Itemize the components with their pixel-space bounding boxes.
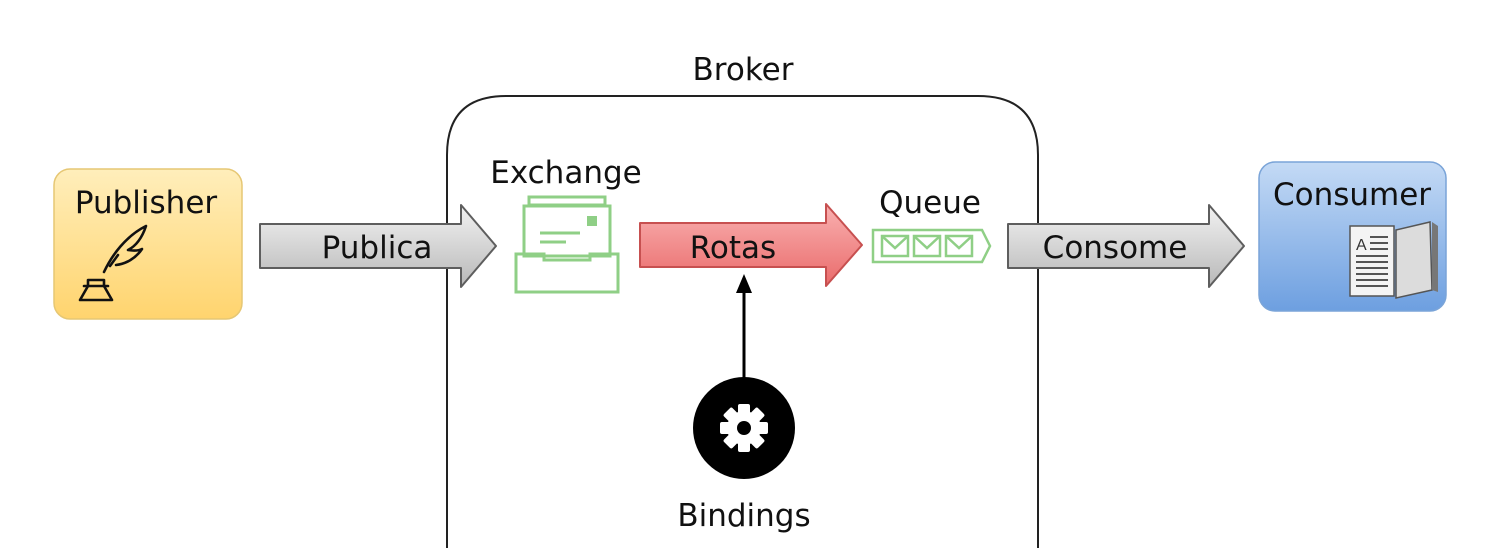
route-arrow: Rotas bbox=[639, 203, 863, 287]
queue: Queue bbox=[871, 185, 992, 264]
message-queue-icon bbox=[871, 228, 992, 264]
publisher-box: Publisher bbox=[53, 168, 243, 320]
consumer-box: Consumer A bbox=[1258, 161, 1447, 312]
publisher-label: Publisher bbox=[75, 185, 218, 221]
inbox-tray-icon bbox=[514, 195, 620, 294]
broker-container: Broker bbox=[446, 52, 1039, 548]
open-book-icon: A bbox=[1349, 221, 1438, 299]
consume-arrow-label: Consome bbox=[1043, 230, 1188, 266]
route-arrow-label: Rotas bbox=[690, 230, 776, 266]
publish-arrow-label: Publica bbox=[322, 230, 433, 266]
queue-label: Queue bbox=[879, 185, 981, 221]
consume-arrow: Consome bbox=[1007, 204, 1245, 288]
bindings-label: Bindings bbox=[677, 498, 810, 534]
gear-icon bbox=[720, 404, 768, 452]
broker-label: Broker bbox=[693, 52, 794, 88]
publish-arrow: Publica bbox=[259, 204, 497, 288]
bindings-arrow bbox=[736, 274, 752, 378]
quill-inkwell-icon bbox=[78, 224, 148, 302]
exchange-label: Exchange bbox=[490, 155, 641, 191]
svg-text:A: A bbox=[1356, 237, 1367, 254]
bindings: Bindings bbox=[677, 274, 811, 534]
exchange: Exchange bbox=[490, 155, 642, 294]
consumer-label: Consumer bbox=[1273, 177, 1431, 213]
